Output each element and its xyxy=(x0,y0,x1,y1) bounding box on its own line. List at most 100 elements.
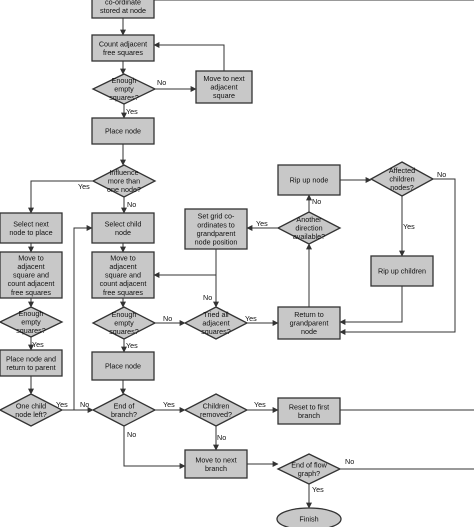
affected-children-label-line: nodes? xyxy=(390,183,414,192)
rip-up-children-rect: Rip up children xyxy=(370,255,434,287)
reset-first-branch-label-line: branch xyxy=(298,411,320,420)
another-direction-label-line: available? xyxy=(293,232,325,241)
place-return-parent-label-line: Place node and xyxy=(6,354,56,363)
reset-first-branch-label-line: Reset to first xyxy=(289,402,329,411)
tried-all-label-line: adjacent xyxy=(202,319,229,328)
move-next-square-label-line: square xyxy=(213,91,235,100)
one-child-left-label-line: node left? xyxy=(15,410,47,419)
select-next-node-label-line: node to place xyxy=(9,228,52,237)
finish-shape xyxy=(276,507,342,527)
count-adjacent-label-line: Count adjacent xyxy=(99,39,147,48)
edge-label-another-yes: Yes xyxy=(256,219,268,228)
edge-label-tried-all-yes: Yes xyxy=(245,314,257,323)
tried-all-shape xyxy=(183,306,249,340)
edge-label-enough-top-yes: Yes xyxy=(126,107,138,116)
enough-empty-left-shape xyxy=(0,306,64,338)
move-count-mid-shape xyxy=(91,251,155,299)
end-of-branch-label-line: End of xyxy=(114,401,135,410)
edge-label-end-flow-yes: Yes xyxy=(312,485,324,494)
set-grid-label-line: node position xyxy=(195,238,238,247)
tried-all-label-line: squares? xyxy=(201,327,231,336)
move-count-left-label-line: Move to xyxy=(18,253,44,262)
place-return-parent-label-line: return to parent xyxy=(6,363,55,372)
children-removed-shape xyxy=(183,393,249,427)
move-count-mid-label-line: count adjacent xyxy=(100,279,147,288)
edge-label-enough-mid-yes: Yes xyxy=(126,341,138,350)
enough-empty-mid-label-line: Enough xyxy=(112,310,137,319)
edge-label-one-child-yes: Yes xyxy=(56,400,68,409)
edge-label-children-no: No xyxy=(217,433,226,442)
place-node-mid-rect: Place node xyxy=(91,351,155,381)
return-grandparent-label-line: node xyxy=(301,327,317,336)
move-count-mid-label-line: free squares xyxy=(103,288,143,297)
rip-up-children-label-line: Rip up children xyxy=(378,267,426,276)
edge-label-another-no: No xyxy=(312,197,321,206)
enough-empty-mid-label-line: squares? xyxy=(109,327,139,336)
edge-label-end-branch-yes: Yes xyxy=(163,400,175,409)
influence-label-line: more than xyxy=(108,177,140,186)
move-count-left-label-line: square and xyxy=(13,271,49,280)
children-removed-label-line: removed? xyxy=(200,410,232,419)
tried-all-label-line: Tried all xyxy=(203,310,229,319)
affected-children-label-line: children xyxy=(389,175,414,184)
move-next-branch-shape xyxy=(184,449,248,479)
count-adjacent-shape xyxy=(91,34,155,62)
finish-oval: Finish xyxy=(276,507,342,527)
enough-empty-top-label-line: squares? xyxy=(109,93,139,102)
end-of-branch-label-line: branch? xyxy=(111,410,137,419)
edge-ripchildren-return xyxy=(339,286,403,325)
return-grandparent-label-line: Return to xyxy=(294,310,324,319)
enough-empty-top-shape xyxy=(91,73,157,105)
rip-up-children-shape xyxy=(370,255,434,287)
set-grid-label-line: ordinates to xyxy=(197,220,235,229)
place-return-parent-shape xyxy=(0,349,63,377)
edge-label-children-yes: Yes xyxy=(254,400,266,409)
return-grandparent-shape xyxy=(277,306,341,340)
select-child-label-line: Select child xyxy=(105,219,142,228)
move-count-mid-label-line: square and xyxy=(105,271,141,280)
coord-stored-label-line: co-ordinate xyxy=(105,0,141,6)
finish-label-line: Finish xyxy=(299,515,318,524)
place-node-mid-label-line: Place node xyxy=(105,362,141,371)
rip-up-node-label-line: Rip up node xyxy=(290,176,329,185)
edge-label-influence-yes: Yes xyxy=(78,182,90,191)
set-grid-rect: Set grid co-ordinates tograndparentnode … xyxy=(184,208,248,250)
coord-stored-shape xyxy=(91,0,155,19)
place-node-top-shape xyxy=(91,117,155,145)
move-next-square-label-line: Move to next xyxy=(203,74,244,83)
edge-label-affected-yes: Yes xyxy=(403,222,415,231)
move-count-mid-label-line: Move to xyxy=(110,253,136,262)
select-child-label-line: node xyxy=(115,228,131,237)
edge-end-no-down xyxy=(123,426,186,469)
edge-move-back-count xyxy=(153,42,225,71)
end-of-branch-shape xyxy=(91,393,157,427)
count-adjacent-label-line: free squares xyxy=(103,48,143,57)
another-direction-label-line: Another xyxy=(296,215,322,224)
edge-label-tried-all-no: No xyxy=(203,293,212,302)
influence-label-line: Influence xyxy=(109,168,138,177)
move-count-left-shape xyxy=(0,251,63,299)
influence-shape xyxy=(91,164,157,198)
edge-label-end-branch-no: No xyxy=(127,430,136,439)
affected-children-label-line: Affected xyxy=(389,166,415,175)
one-child-left-label-line: One child xyxy=(16,401,46,410)
edge-label-enough-mid-no: No xyxy=(163,314,172,323)
place-node-top-label-line: Place node xyxy=(105,127,141,136)
enough-empty-left-label-line: squares? xyxy=(16,326,46,335)
